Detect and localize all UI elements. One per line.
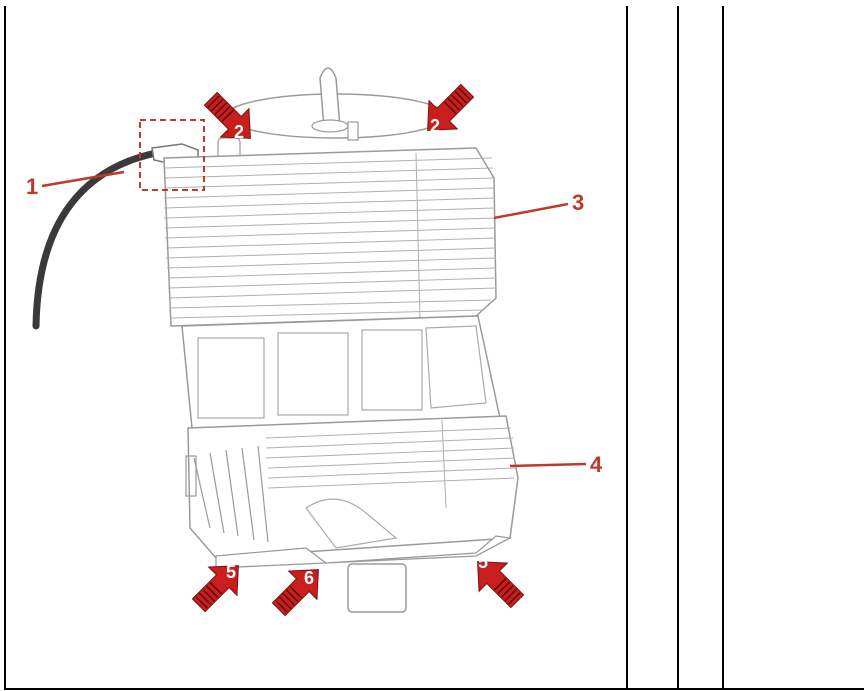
spike-base [311,119,349,133]
bottom-connector [347,563,407,613]
air-spring-diagram: 1 3 4 2 2 5 6 5 [26,67,603,625]
connector-highlight-box [139,119,205,191]
table-divider-3 [722,6,724,690]
piston-windows [197,325,487,419]
arrow-5-left-label: 5 [226,562,236,582]
base-plate [215,535,513,569]
callout-4: 4 [590,452,603,477]
table-border-bottom [4,688,864,690]
arrow-2-right-label: 2 [430,116,440,136]
table-divider-2 [677,6,679,690]
table-divider-1 [626,6,628,690]
callout-1: 1 [26,174,38,199]
callout-lines [41,170,587,468]
bellows-ribs [163,152,497,321]
bellows-upper [163,147,497,327]
cable-line [32,149,160,330]
arrow-6-label: 6 [304,568,314,588]
arrow-5-right [462,546,533,617]
top-spike-icon [319,67,341,129]
callout-3: 3 [572,190,584,215]
top-stud [347,121,359,141]
left-fins [185,445,269,543]
table-border-left [4,6,6,690]
lower-ribs [265,419,517,509]
arrow-2-left-label: 2 [234,122,244,142]
arrow-5-right-label: 5 [478,552,488,572]
base-curve [305,498,398,549]
